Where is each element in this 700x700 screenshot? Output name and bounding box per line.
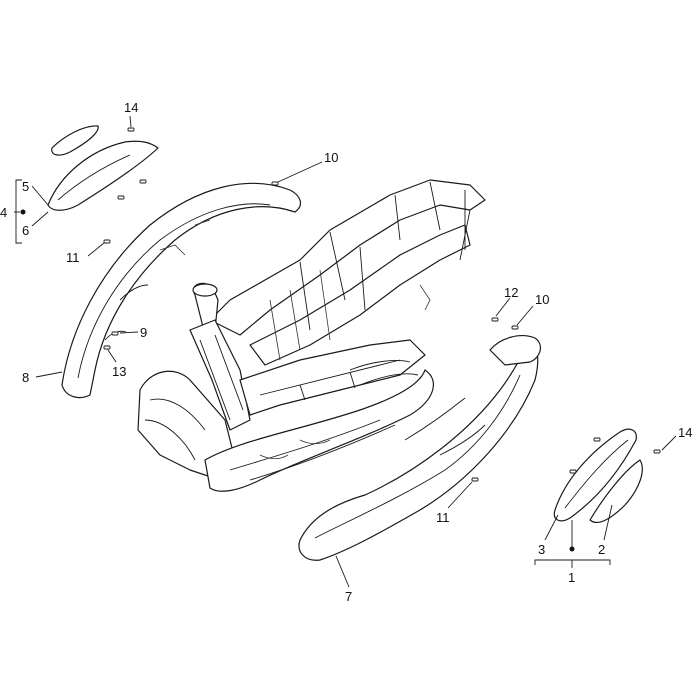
scooter-frame bbox=[189, 179, 486, 431]
part-5-6-cover-left bbox=[47, 125, 159, 211]
callout-5: 5 bbox=[22, 179, 29, 194]
callout-4: 4 bbox=[0, 205, 7, 220]
callout-8: 8 bbox=[22, 370, 29, 385]
callout-11-left: 11 bbox=[66, 250, 80, 265]
callout-11-bottom: 11 bbox=[436, 510, 450, 525]
screw-9 bbox=[111, 331, 119, 336]
screw-10-top bbox=[271, 181, 279, 186]
callout-10-right: 10 bbox=[535, 292, 549, 307]
callout-labels: 14 10 5 4 6 11 9 13 8 12 10 14 11 3 2 1 … bbox=[0, 100, 692, 604]
part-8-rear-fairing-left bbox=[61, 182, 302, 399]
screw-10-right bbox=[511, 325, 519, 330]
part-7-side-cover-right bbox=[298, 335, 542, 561]
screws bbox=[103, 127, 661, 482]
screw-pair-left bbox=[117, 179, 147, 200]
callout-3: 3 bbox=[538, 542, 545, 557]
callout-10-top: 10 bbox=[324, 150, 338, 165]
screw-11-left bbox=[103, 239, 111, 244]
front-lower-body bbox=[137, 359, 434, 492]
callout-13: 13 bbox=[112, 364, 126, 379]
leader-lines bbox=[14, 115, 677, 588]
callout-7: 7 bbox=[345, 589, 352, 604]
screw-14-right bbox=[653, 449, 661, 454]
callout-12: 12 bbox=[504, 285, 518, 300]
screw-13 bbox=[103, 345, 111, 350]
callout-1: 1 bbox=[568, 570, 575, 585]
callout-2: 2 bbox=[598, 542, 605, 557]
part-1-3-cover-right bbox=[553, 428, 643, 524]
callout-1-dot bbox=[569, 546, 575, 552]
callout-4-dot bbox=[20, 209, 26, 215]
callout-14-top: 14 bbox=[124, 100, 138, 115]
callout-9: 9 bbox=[140, 325, 147, 340]
screw-14-top bbox=[127, 127, 135, 132]
screw-pair-right bbox=[569, 437, 601, 474]
screw-11-bottom bbox=[471, 477, 479, 482]
callout-14-right: 14 bbox=[678, 425, 692, 440]
callout-6: 6 bbox=[22, 223, 29, 238]
screw-12 bbox=[491, 317, 499, 322]
